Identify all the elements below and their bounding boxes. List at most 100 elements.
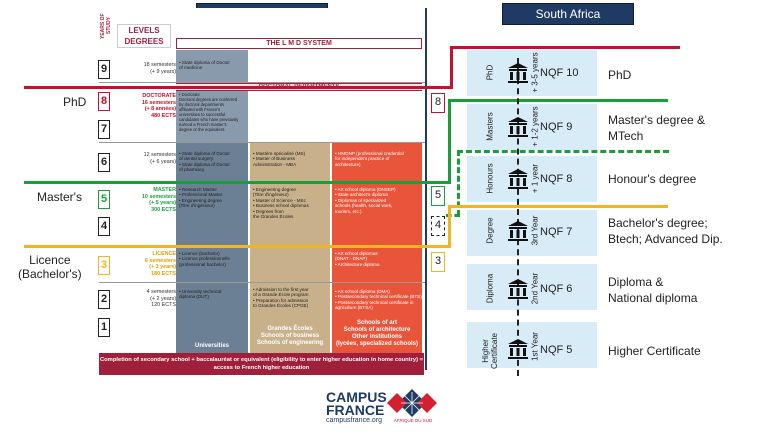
nqf-5-label: NQF 5: [540, 344, 573, 356]
masters-line: [24, 181, 450, 184]
university-building-icon: [508, 169, 528, 189]
left-label-licence: Licence (Bachelor's): [18, 253, 82, 281]
sa-duration-higher-certificate: 1st Year: [530, 332, 540, 361]
sa-row-nqf8: [467, 156, 597, 202]
semesters-level-6: 12 semesters (+ 6 years): [143, 152, 176, 165]
center-divider: [425, 8, 427, 370]
levels-degrees-header: LEVELS DEGREES: [117, 24, 171, 48]
art-level-5-text: • Art school diploma (DNSEP) • State arc…: [335, 187, 396, 214]
sa-level-5-box: 5: [431, 186, 445, 206]
grandes-ecoles-title: Grandes Écoles Schools of business Schoo…: [256, 326, 324, 346]
sa-row-nqf6: [467, 264, 597, 310]
sa-abbr-honours: Honours: [485, 163, 495, 194]
logo-france: FRANCE: [326, 402, 385, 418]
nqf-7-label: NQF 7: [540, 226, 573, 238]
honours-dashed-riser: [457, 150, 460, 216]
logo-campus: CAMPUS: [326, 389, 387, 405]
sa-abbr-degree: Degree: [485, 217, 495, 244]
university-building-icon: [508, 63, 528, 83]
phd-line-sa: [450, 46, 680, 49]
lmd-system-title: THE L M D SYSTEM: [176, 38, 422, 49]
sa-abbr-masters: Masters: [485, 112, 495, 141]
sa-row-nqf9: [467, 104, 597, 150]
univ-level-2-text: • University technical diploma (DUT): [179, 289, 222, 300]
nqf-10-label: NQF 10: [540, 67, 579, 79]
row-divider: [99, 142, 425, 143]
sa-abbr-diploma: Diploma: [485, 273, 495, 304]
level-2-box: 2: [98, 290, 110, 309]
qual-phd: PhD: [608, 68, 632, 82]
semesters-level-9: 18 semesters (+ 9 years): [143, 62, 176, 75]
level-9-box: 9: [98, 60, 110, 79]
ge-level-6-text: • Mastère spécialisé (MS) • Master of Bu…: [253, 151, 306, 167]
art-level-6-text: • HMONP (professional credential for ind…: [335, 151, 404, 167]
qual-masters: Master's degree & MTech: [608, 113, 706, 143]
semesters-level-2: 4 semesters (+ 2 years) 120 ECTS: [146, 289, 176, 308]
qual-diploma: Diploma & National diploma: [608, 275, 698, 305]
left-label-phd: PhD: [63, 95, 87, 109]
sa-duration-degree: 3rd Year: [530, 215, 540, 246]
sa-level-3-box: 3: [431, 252, 445, 272]
left-label-masters: Master's: [37, 190, 82, 204]
semesters-level-3: LICENCE 6 semesters (+ 3 years) 180 ECTS: [144, 251, 176, 277]
honours-dashed-connector: [446, 214, 460, 217]
sa-timeline: [517, 58, 519, 376]
sa-abbr-phd: PhD: [485, 64, 495, 81]
sa-duration-honours: + 1 year: [530, 163, 540, 194]
nqf-8-label: NQF 8: [540, 173, 573, 185]
masters-line-riser: [448, 100, 451, 184]
sa-abbr-higher-certificate: Higher Certificate: [481, 333, 499, 370]
univ-level-9-text: • State diploma of Doctor of medicine: [179, 60, 230, 71]
sa-level-4-box: 4: [431, 216, 445, 236]
semesters-level-8: DOCTORATE 16 semesters (+ 8 années) 480 …: [141, 93, 176, 119]
sa-duration-masters: + 1-2 years: [530, 106, 540, 147]
south-africa-header: South Africa: [502, 3, 634, 25]
row-divider: [99, 82, 425, 83]
univ-level-8-text: • Doctorate Doctoral degrees are conferr…: [179, 92, 239, 132]
level-6-box: 6: [98, 153, 110, 172]
art-schools-title: Schools of art Schools of architecture O…: [335, 320, 419, 347]
licence-line: [24, 245, 450, 248]
university-building-icon: [508, 221, 528, 241]
licence-line-riser: [448, 206, 451, 248]
licence-line-sa: [448, 205, 668, 208]
sa-row-nqf7: [467, 210, 597, 256]
row-divider: [99, 282, 425, 283]
level-3-box: 3: [98, 256, 110, 275]
level-8-box: 8: [98, 92, 110, 111]
sa-level-8-box: 8: [431, 93, 445, 113]
ge-level-2-text: • Admission to the first year of a Grand…: [253, 287, 309, 309]
qual-honours: Honour's degree: [608, 172, 697, 186]
university-building-icon: [508, 279, 528, 299]
university-building-icon: [508, 117, 528, 137]
sa-duration-diploma: 2nd Year: [530, 272, 540, 305]
level-5-box: 5: [98, 190, 110, 209]
logo-url: campusfrance.org: [326, 417, 383, 424]
campus-france-diamond-logo-icon: [387, 389, 437, 417]
level-7-box: 7: [98, 120, 110, 139]
univ-level-5-text: • Research Master • Professional Master …: [179, 187, 223, 209]
universities-title: Universities: [194, 343, 230, 349]
masters-line-sa: [448, 99, 668, 102]
univ-level-3-text: • Licence (bachelor) • Licence professio…: [179, 251, 230, 267]
art-level-2-text: • Art school diploma (DMA) • Postseconda…: [335, 289, 422, 311]
phd-line: [24, 86, 452, 89]
sa-row-nqf5: [467, 322, 597, 368]
semesters-level-5: MASTER 10 semesters (+ 5 years) 300 ECTS: [141, 187, 176, 213]
art-level-3-text: • Art school diplomas (DNAT - DNAP) • Ar…: [335, 251, 380, 267]
level-1-box: 1: [98, 318, 110, 337]
ge-level-5-text: • Engineering degree (Titre d'ingénieur)…: [253, 187, 309, 220]
univ-level-6-text: • State diploma of Doctor of dental surg…: [179, 151, 230, 173]
nqf-6-label: NQF 6: [540, 283, 573, 295]
sa-row-nqf10: [467, 50, 597, 96]
qual-bachelors: Bachelor's degree; Btech; Advanced Dip.: [608, 216, 723, 246]
level-4-box: 4: [98, 217, 110, 236]
qual-higher-certificate: Higher Certificate: [608, 344, 701, 358]
phd-line-riser: [450, 47, 453, 89]
universities-doctoral-band: [176, 50, 248, 142]
france-footer-note: Completion of secondary school + baccala…: [99, 353, 424, 375]
honours-dashed-line: [457, 150, 669, 153]
years-of-study-label: YEARS OF STUDY: [100, 13, 112, 39]
university-building-icon: [508, 339, 528, 359]
